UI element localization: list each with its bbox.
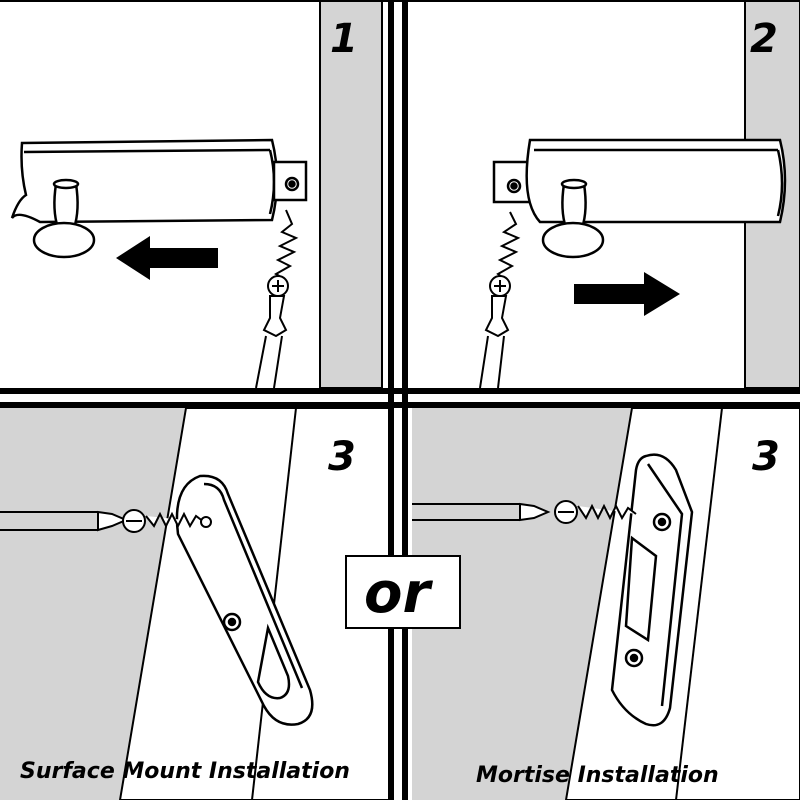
screw-icon <box>554 500 637 524</box>
step-number: 3 <box>328 434 356 480</box>
caption-surface: Surface Mount Installation <box>20 759 350 784</box>
panel-step-3-surface: 3 Surface Mount Installation <box>0 407 391 800</box>
screwdriver-icon <box>0 510 129 532</box>
panel-step-2: 2 <box>412 0 800 392</box>
caption-mortise: Mortise Installation <box>476 763 719 788</box>
or-badge: or <box>345 555 461 629</box>
or-label: or <box>364 561 433 626</box>
bolt-body <box>492 138 787 224</box>
step-number: 2 <box>750 16 778 62</box>
screwdriver-icon <box>255 295 288 389</box>
screwdriver-icon <box>479 295 510 389</box>
panel-step-1: 1 <box>0 0 390 392</box>
step-number: 3 <box>752 434 780 480</box>
knob-icon <box>32 178 96 259</box>
door-frame <box>319 0 383 389</box>
knob-icon <box>541 178 605 259</box>
screwdriver-icon <box>412 502 551 522</box>
screw-icon <box>267 209 299 297</box>
screw-icon <box>122 509 212 533</box>
left-arrow-icon <box>116 236 218 280</box>
step-number: 1 <box>330 16 358 62</box>
panel-step-3-mortise: 3 Mortise Installation <box>412 407 800 800</box>
strike-plate-icon <box>175 474 314 726</box>
strike-plate-icon <box>610 453 694 727</box>
right-arrow-icon <box>574 272 680 316</box>
